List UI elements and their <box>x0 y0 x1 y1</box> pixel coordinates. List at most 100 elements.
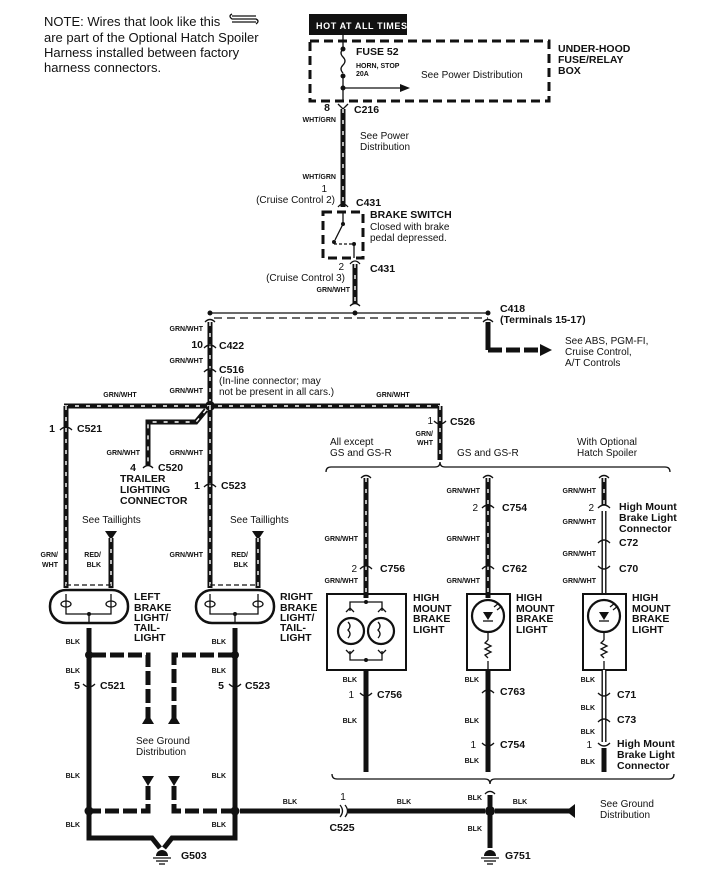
variant-a-title-1: All except <box>330 437 374 448</box>
variant-b-title: GS and GS-R <box>457 448 519 459</box>
c523-bot-label: C523 <box>245 680 270 692</box>
svg-text:LIGHT: LIGHT <box>413 624 445 636</box>
switch-pin-bot-note: (Cruise Control 3) <box>266 273 345 284</box>
hot-at-all-times-label: HOT AT ALL TIMES <box>316 21 408 31</box>
c516-connector <box>203 368 217 373</box>
variant-c-wire-2: GRN/WHT <box>563 519 597 526</box>
variant-b-wire-6: BLK <box>465 758 479 765</box>
variant-b-wire-3: GRN/WHT <box>447 578 481 585</box>
ground-dist-arrow-right-icon <box>168 776 180 786</box>
left-brake-light-bulb-icon <box>48 588 130 625</box>
c216-label: C216 <box>354 104 379 116</box>
c70-connector <box>597 565 611 570</box>
brake-switch-icon <box>332 212 356 258</box>
right-see-taillights[interactable]: See Taillights <box>230 515 289 526</box>
left-see-taillights[interactable]: See Taillights <box>82 515 141 526</box>
c516-wire-below: GRN/WHT <box>170 388 204 395</box>
wire-blk-right-ground-dist <box>171 652 232 718</box>
variant-b-light-label: HIGH MOUNT BRAKE LIGHT <box>516 592 555 636</box>
c523-top-connector <box>203 483 217 488</box>
variant-brace-top <box>325 461 671 473</box>
variant-c-conn-6-c: Connector <box>617 760 670 772</box>
variant-c-wire-4: GRN/WHT <box>563 578 597 585</box>
svg-text:TAIL-: TAIL- <box>134 622 161 634</box>
variant-b-pin-1: 2 <box>472 503 478 514</box>
ground-right-wire-right: BLK <box>513 799 527 806</box>
fuse-52-label: FUSE 52 <box>356 46 399 58</box>
variant-b-conn-3: C763 <box>500 686 525 698</box>
brake-switch-desc-2: pedal depressed. <box>370 233 447 244</box>
svg-text:BRAKE: BRAKE <box>632 613 669 625</box>
see-power-2: Distribution <box>360 142 410 153</box>
right-wire-gnd: BLK <box>212 639 226 646</box>
c216-pin: 8 <box>324 102 330 114</box>
c756-bot-connector <box>359 692 373 697</box>
c525-pin: 1 <box>340 792 346 803</box>
c520-label: C520 <box>158 462 183 474</box>
svg-text:TAIL-: TAIL- <box>280 622 307 634</box>
c523-bot-connector <box>228 683 242 688</box>
svg-text:MOUNT: MOUNT <box>413 603 452 615</box>
see-ground-left-1[interactable]: See Ground <box>136 736 190 747</box>
svg-text:BRAKE: BRAKE <box>413 613 450 625</box>
see-abs-1[interactable]: See ABS, PGM-FI, <box>565 336 648 347</box>
c73-connector <box>597 718 611 723</box>
variant-c-conn-3: C70 <box>619 563 638 575</box>
see-abs-2: Cruise Control, <box>565 347 632 358</box>
note-line-4: harness connectors. <box>44 60 161 75</box>
c521-bot-connector <box>82 683 96 688</box>
g503-label: G503 <box>181 850 207 862</box>
trailer-wire: GRN/WHT <box>107 450 141 457</box>
note-line-3: Harness installed between factory <box>44 45 240 60</box>
variant-c-wire-1: GRN/WHT <box>563 488 597 495</box>
svg-text:BRAKE: BRAKE <box>134 602 171 614</box>
svg-text:LIGHT: LIGHT <box>280 632 312 644</box>
switch-wire-bot: GRN/WHT <box>317 287 351 294</box>
ground-right-wire-up: BLK <box>468 795 482 802</box>
c526-pin: 1 <box>427 416 433 427</box>
trailer-label-2: LIGHTING <box>120 484 170 496</box>
variant-b-wire-4: BLK <box>465 677 479 684</box>
c525-wire-l: BLK <box>283 799 297 806</box>
c71-connector <box>597 692 611 697</box>
c520-pin: 4 <box>130 462 136 474</box>
c422-wire-above: GRN/WHT <box>170 326 204 333</box>
c523-top-pin: 1 <box>194 480 200 492</box>
c525-wire-r: BLK <box>397 799 411 806</box>
variant-brace-bottom <box>331 773 675 785</box>
see-power-distribution-link[interactable]: See Power Distribution <box>421 70 523 81</box>
ground-right-wire-down: BLK <box>468 826 482 833</box>
c418-terminals: (Terminals 15-17) <box>500 314 586 326</box>
variant-c-conn-6-a: High Mount <box>617 738 675 750</box>
variant-c-wire-6: BLK <box>581 705 595 712</box>
power-distribution-arrow-icon <box>343 84 410 92</box>
variant-a-pin-1: 2 <box>351 564 357 575</box>
variant-a-wire-4: BLK <box>343 718 357 725</box>
variant-c-light-label: HIGH MOUNT BRAKE LIGHT <box>632 592 671 636</box>
variant-a-conn-2: C756 <box>377 689 402 701</box>
c422-wire-below: GRN/WHT <box>170 358 204 365</box>
ground-left-wire-r: BLK <box>212 773 226 780</box>
variant-c-conn-6-b: Brake Light <box>617 749 675 761</box>
variant-a-dual-bulb-icon <box>336 600 396 662</box>
variant-c-wire-8: BLK <box>581 759 595 766</box>
ground-left-wire-br: BLK <box>212 822 226 829</box>
ground-left-wire-bl: BLK <box>66 822 80 829</box>
variant-b-pin-2: 1 <box>470 740 476 751</box>
left-ground-arrow-icon <box>142 714 154 724</box>
bus-wire-right: GRN/WHT <box>376 392 410 399</box>
variant-c-conn-1-a: High Mount <box>619 501 677 513</box>
see-power-1: See Power <box>360 131 410 142</box>
see-ground-right-1[interactable]: See Ground <box>600 799 654 810</box>
svg-text:RIGHT: RIGHT <box>280 591 313 603</box>
ground-g503-icon <box>153 850 171 865</box>
switch-pin-top-note: (Cruise Control 2) <box>256 195 335 206</box>
left-wire-b-2: BLK <box>87 562 101 569</box>
see-ground-right-2: Distribution <box>600 810 650 821</box>
right-light-label: RIGHT BRAKE LIGHT/ TAIL- LIGHT <box>280 591 317 644</box>
c521-bot-pin: 5 <box>74 680 80 692</box>
variant-b-conn-2: C762 <box>502 563 527 575</box>
right-taillight-arrow-icon <box>252 531 264 540</box>
hatch-connector-bot <box>597 742 611 747</box>
switch-wire-top: WHT/GRN <box>303 174 336 181</box>
